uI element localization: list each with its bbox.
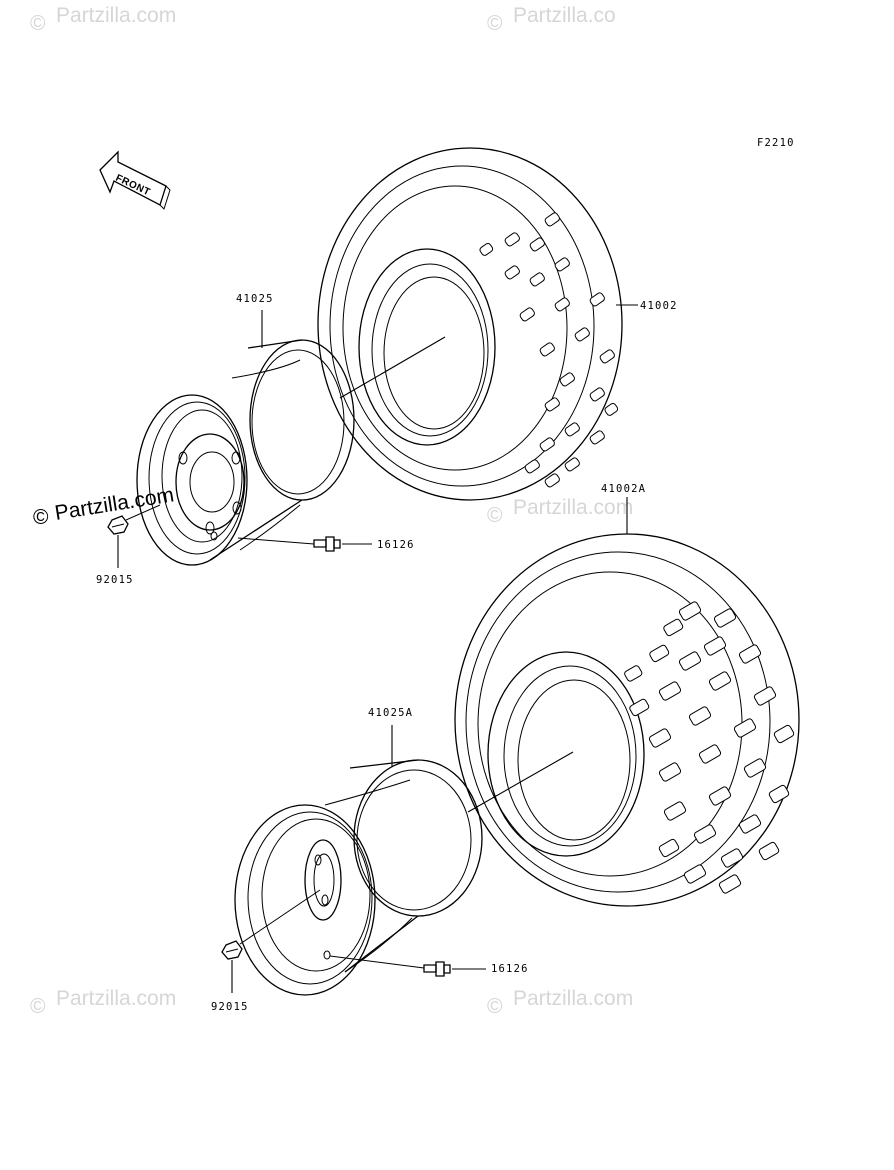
watermark-top-right-symbol: © — [487, 12, 503, 35]
watermark-bottom-left: Partzilla.com — [56, 987, 176, 1010]
label-92015-front: 92015 — [96, 574, 134, 586]
front-arrow-icon: FRONT — [99, 150, 171, 210]
front-valve-icon — [237, 536, 341, 552]
label-16126-front: 16126 — [377, 539, 415, 551]
front-rim — [136, 339, 355, 566]
rear-tire-tread — [624, 601, 795, 894]
front-tire-tread — [479, 212, 619, 488]
rear-rim — [234, 759, 483, 996]
rear-nut-icon — [221, 889, 321, 960]
watermark-middle-right-symbol: © — [487, 504, 503, 527]
watermark-middle-right: Partzilla.com — [513, 496, 633, 519]
watermark-top-right: Partzilla.co — [513, 4, 616, 27]
figure-code: F2210 — [757, 137, 795, 149]
watermark-bottom-left-symbol: © — [30, 995, 46, 1018]
watermark-bottom-right-symbol: © — [487, 995, 503, 1018]
watermark-top-left: Partzilla.com — [56, 4, 176, 27]
watermarks: © Partzilla.com © Partzilla.co © Partzil… — [30, 4, 633, 1018]
label-92015-rear: 92015 — [211, 1001, 249, 1013]
label-41025A: 41025A — [368, 707, 413, 719]
front-tire — [317, 147, 623, 501]
rear-valve-icon — [329, 955, 451, 977]
label-41002A: 41002A — [601, 483, 646, 495]
watermark-bottom-right: Partzilla.com — [513, 987, 633, 1010]
label-41025: 41025 — [236, 293, 274, 305]
label-41002: 41002 — [640, 300, 678, 312]
label-16126-rear: 16126 — [491, 963, 529, 975]
watermark-dark-symbol: © — [33, 506, 49, 529]
front-nut-icon — [107, 504, 161, 535]
watermark-top-left-symbol: © — [30, 12, 46, 35]
rear-tire — [454, 533, 800, 907]
